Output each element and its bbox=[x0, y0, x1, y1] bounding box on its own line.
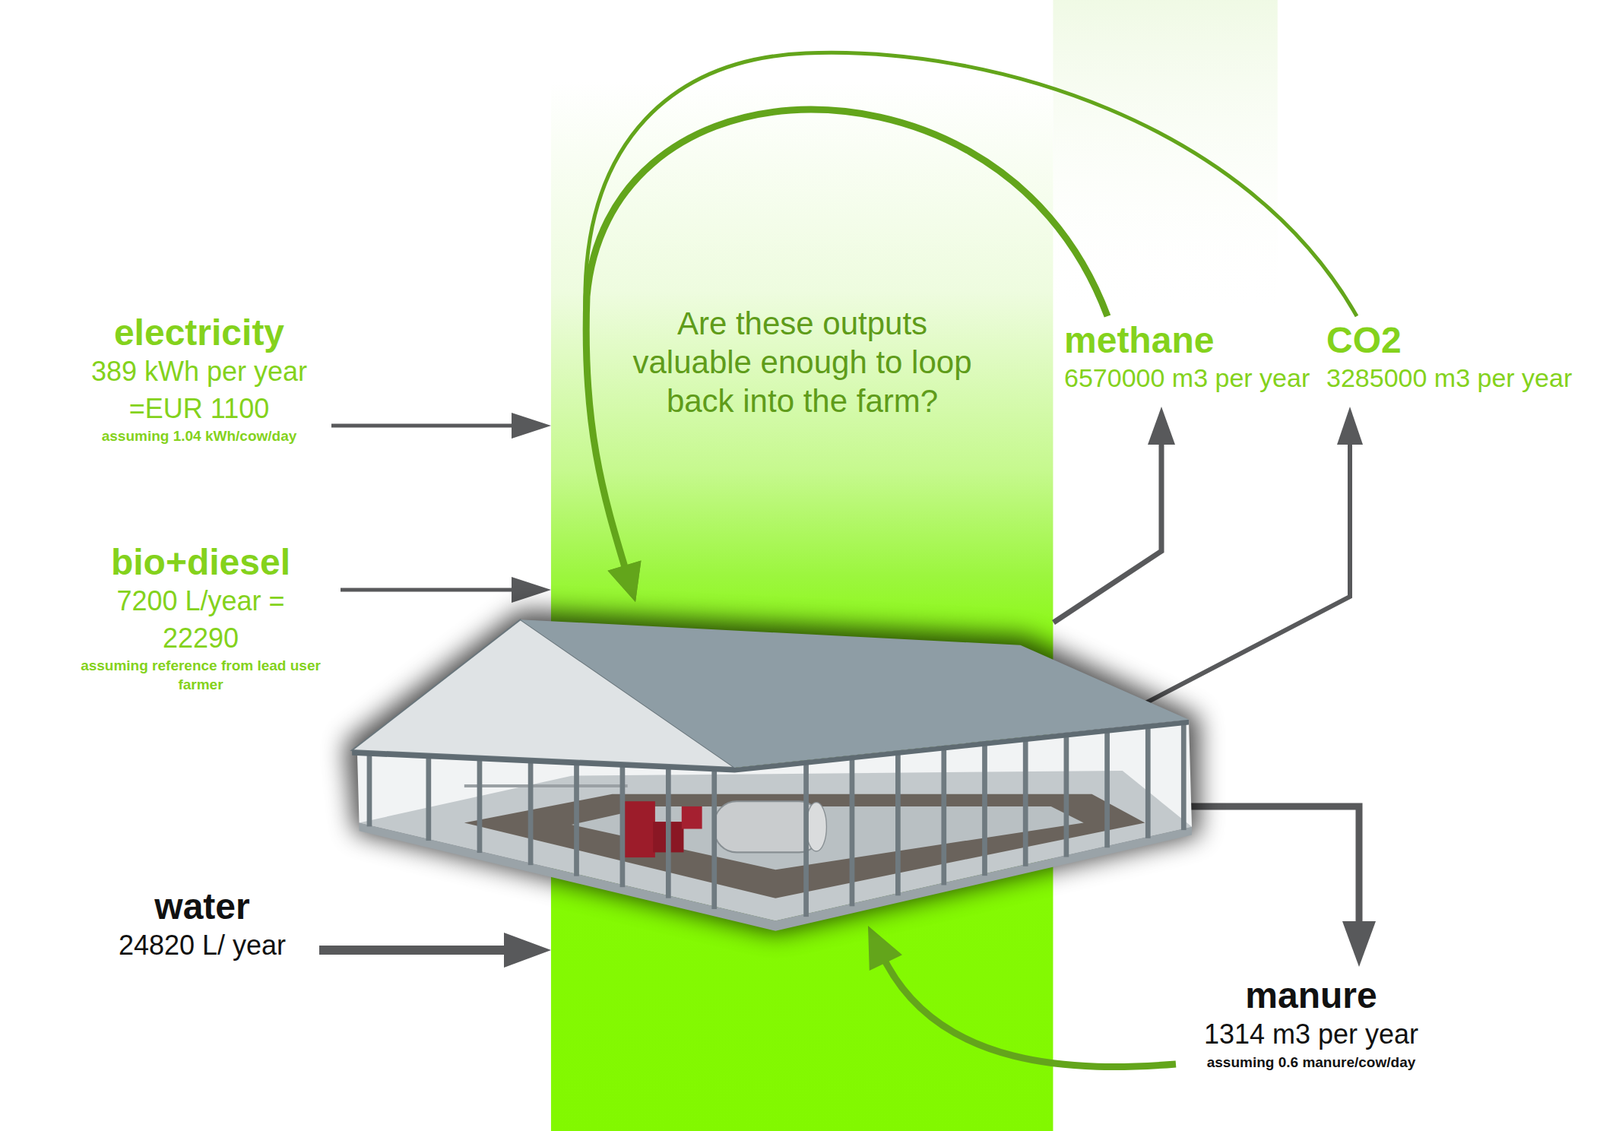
roof-edge bbox=[351, 719, 1189, 774]
arrow-line bbox=[340, 588, 520, 593]
flow-arrow bbox=[340, 576, 552, 603]
output-group: CO23285000 m3 per year bbox=[1326, 319, 1588, 397]
post bbox=[1104, 728, 1110, 848]
post bbox=[528, 758, 534, 865]
value-text: 1314 m3 per year bbox=[1178, 1016, 1444, 1054]
input-group: bio+diesel7200 L/year = 22290assuming re… bbox=[60, 541, 341, 695]
green-band bbox=[551, 81, 1053, 1131]
post bbox=[425, 754, 431, 841]
arrow-head bbox=[607, 560, 641, 602]
assumption-note: assuming 0.6 manure/cow/day bbox=[1178, 1053, 1444, 1073]
post bbox=[1064, 732, 1070, 858]
value-text: 7200 L/year = 22290 bbox=[105, 582, 296, 657]
arrow-head bbox=[1342, 921, 1376, 967]
flow-arrow bbox=[331, 412, 552, 439]
pipe bbox=[464, 784, 628, 788]
post bbox=[665, 764, 672, 899]
flow-arrow bbox=[1053, 406, 1176, 623]
value-text: 6570000 m3 per year bbox=[1064, 361, 1322, 397]
post bbox=[620, 762, 626, 888]
value-text: 389 kWh per year =EUR 1100 bbox=[77, 353, 321, 428]
feedback-curve bbox=[586, 109, 1108, 574]
post bbox=[1145, 723, 1151, 838]
arrow-head bbox=[607, 560, 641, 602]
group-title: CO2 bbox=[1326, 319, 1588, 362]
green-band: Are these outputs valuable enough to loo… bbox=[551, 81, 1054, 1131]
post bbox=[849, 755, 856, 907]
barn-shadow bbox=[345, 610, 1200, 933]
arrow-head bbox=[511, 576, 552, 603]
post bbox=[982, 741, 988, 876]
flow-arrow bbox=[319, 932, 552, 968]
arrow-head bbox=[868, 925, 903, 971]
tank-end bbox=[806, 802, 827, 852]
flow-arrow bbox=[585, 52, 1357, 602]
post bbox=[573, 760, 580, 877]
roof-slope bbox=[520, 619, 1189, 768]
group-title: electricity bbox=[66, 311, 332, 354]
flow-arrow bbox=[586, 109, 1108, 602]
arrow-head bbox=[1147, 406, 1176, 445]
post bbox=[367, 750, 373, 827]
input-group: electricity389 kWh per year =EUR 1100ass… bbox=[66, 311, 332, 447]
arrow-head bbox=[511, 412, 552, 439]
output-group: methane6570000 m3 per year bbox=[1064, 319, 1322, 397]
machine-part bbox=[624, 801, 656, 858]
group-title: methane bbox=[1064, 319, 1322, 362]
value-text: 24820 L/ year bbox=[85, 927, 320, 965]
arrow-line bbox=[1053, 437, 1162, 623]
group-title: water bbox=[85, 885, 320, 928]
arrow-head bbox=[503, 932, 552, 968]
feedback-curve bbox=[882, 955, 1176, 1068]
arrow-line bbox=[319, 945, 514, 955]
machine-part bbox=[681, 806, 703, 830]
arrow-line bbox=[331, 424, 520, 428]
post bbox=[803, 760, 809, 917]
flow-arrow bbox=[868, 925, 1176, 1068]
post bbox=[477, 756, 483, 853]
input-group: water24820 L/ year bbox=[85, 885, 320, 965]
output-group: manure1314 m3 per yearassuming 0.6 manur… bbox=[1178, 974, 1444, 1072]
question-text: Are these outputs valuable enough to loo… bbox=[620, 304, 986, 422]
post bbox=[940, 745, 947, 886]
arrow-head bbox=[1337, 406, 1363, 445]
post bbox=[711, 766, 717, 910]
group-title: manure bbox=[1178, 974, 1444, 1017]
post bbox=[895, 750, 901, 896]
post bbox=[1023, 736, 1029, 866]
group-title: bio+diesel bbox=[60, 541, 341, 583]
value-text: 3285000 m3 per year bbox=[1326, 361, 1588, 397]
feedback-curve bbox=[585, 52, 1357, 573]
assumption-note: assuming 1.04 kWh/cow/day bbox=[66, 427, 332, 447]
post bbox=[1181, 719, 1187, 831]
assumption-note: assuming reference from lead user farmer bbox=[63, 656, 338, 694]
